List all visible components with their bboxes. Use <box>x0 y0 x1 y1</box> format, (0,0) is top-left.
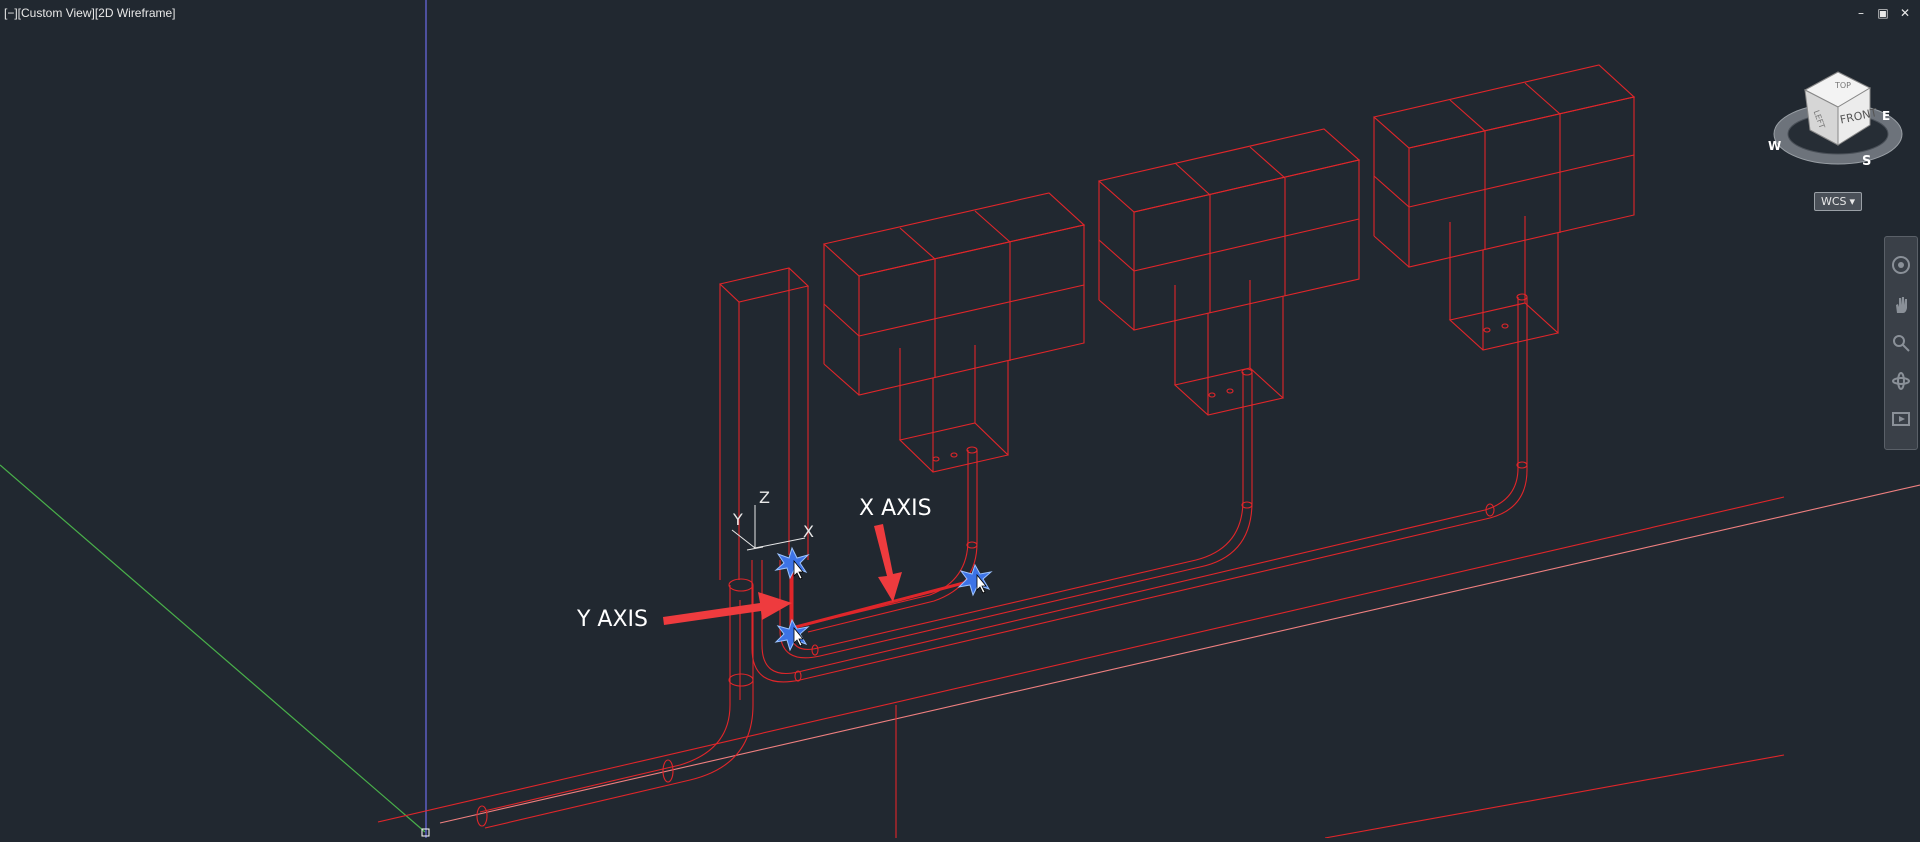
cabinet-1 <box>822 192 1086 473</box>
compass-west-label: W <box>1768 139 1781 153</box>
ucs-icon <box>731 505 806 551</box>
ucs-x-label: X <box>803 522 814 541</box>
compass-east-label: E <box>1882 109 1890 123</box>
y-axis-annotation: Y AXIS <box>577 607 649 632</box>
compass-south-label: S <box>1862 154 1871 169</box>
wcs-menu-button[interactable]: WCS ▾ <box>1814 192 1862 211</box>
ucs-z-label: Z <box>759 488 770 507</box>
orbit-icon[interactable] <box>1891 371 1911 391</box>
close-button[interactable]: ✕ <box>1899 6 1911 20</box>
cursor-icon <box>793 559 987 647</box>
viewport-window-controls: – ▣ ✕ <box>1854 6 1912 20</box>
viewcube[interactable]: TOP FRONT LEFT E W S <box>1768 71 1903 169</box>
floor-line <box>377 496 1785 823</box>
viewcube-top-label: TOP <box>1834 81 1851 90</box>
origin-marker <box>421 828 430 837</box>
restore-button[interactable]: ▣ <box>1877 6 1889 20</box>
cabinet-2 <box>1097 128 1361 416</box>
viewport-controls-label[interactable]: [−][Custom View][2D Wireframe] <box>4 6 176 20</box>
grip-points <box>774 546 993 652</box>
cabinet-3 <box>1372 64 1636 351</box>
minimize-button[interactable]: – <box>1858 6 1864 20</box>
floor-line <box>439 484 1920 824</box>
floor-line <box>1324 754 1785 839</box>
zoom-icon[interactable] <box>1891 333 1911 353</box>
world-y-axis-line <box>0 464 426 833</box>
wcs-label: WCS <box>1820 195 1847 208</box>
x-axis-arrow <box>874 524 902 602</box>
x-axis-annotation: X AXIS <box>859 496 932 521</box>
chevron-down-icon: ▾ <box>1849 195 1856 208</box>
conduit-3 <box>751 293 1528 683</box>
steering-wheel-icon[interactable] <box>1891 255 1911 275</box>
riser-box <box>718 267 810 580</box>
navigation-bar <box>1884 236 1918 450</box>
conduit-1 <box>804 446 978 633</box>
main-conduit <box>476 578 754 829</box>
ucs-y-label: Y <box>733 510 743 529</box>
showmotion-icon[interactable] <box>1891 409 1911 429</box>
pan-icon[interactable] <box>1891 295 1911 315</box>
y-axis-arrow <box>663 592 792 625</box>
